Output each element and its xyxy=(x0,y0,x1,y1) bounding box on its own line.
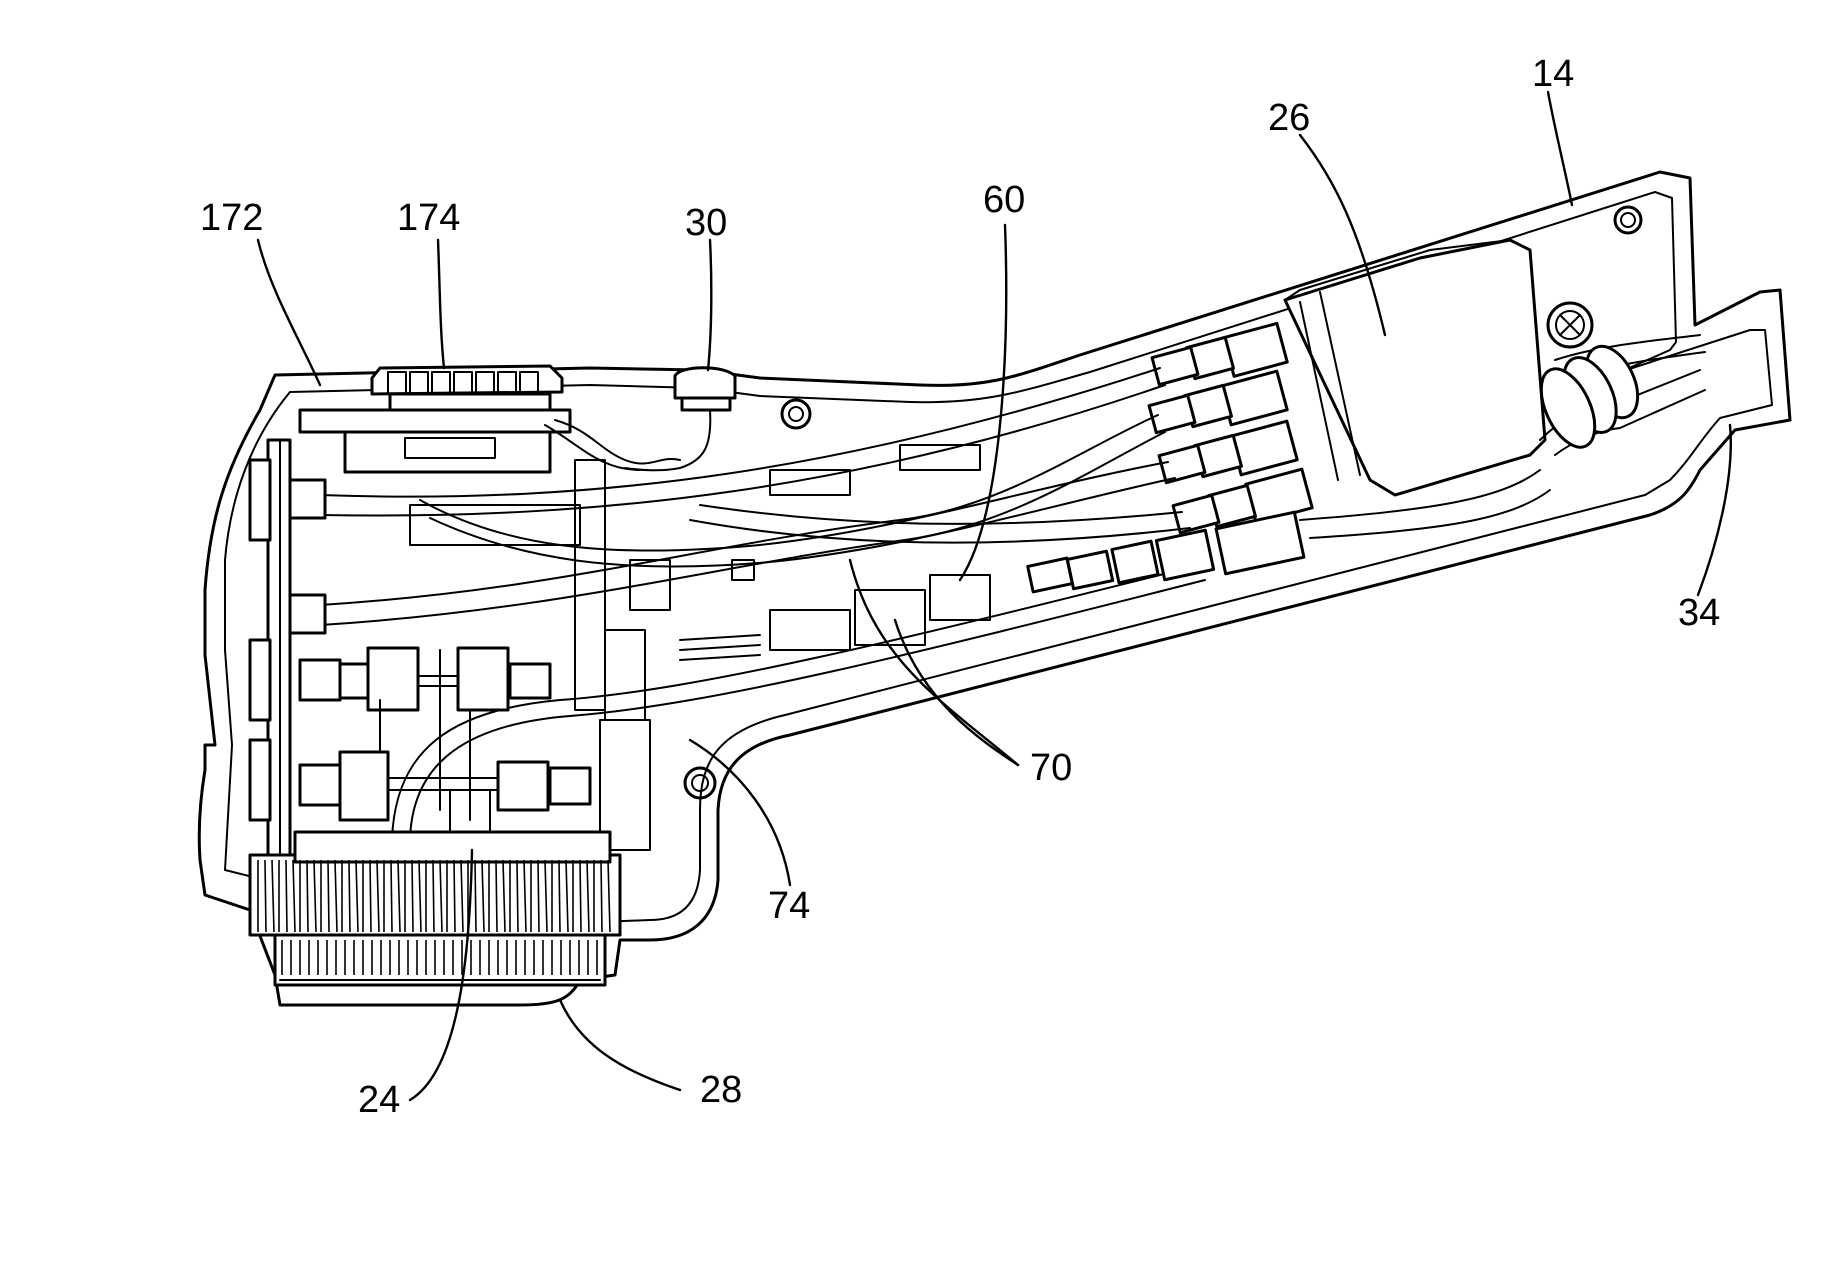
hatch-line xyxy=(412,860,413,932)
hatch-line xyxy=(265,860,266,932)
hatch-line xyxy=(475,860,476,932)
leader-172 xyxy=(258,240,320,385)
label-172: 172 xyxy=(200,197,263,239)
label-70: 70 xyxy=(1030,747,1072,789)
hatch-line xyxy=(328,860,329,932)
label-30: 30 xyxy=(685,202,727,244)
hatch-line xyxy=(496,860,497,932)
leader-174 xyxy=(438,240,444,368)
leader-34 xyxy=(1698,425,1731,595)
label-24: 24 xyxy=(358,1079,400,1121)
hatch-line xyxy=(433,860,434,932)
front-panel xyxy=(250,440,290,860)
label-34: 34 xyxy=(1678,592,1720,634)
button-strip xyxy=(300,366,680,472)
hatch-line xyxy=(517,860,518,932)
button-30 xyxy=(625,368,735,471)
label-174: 174 xyxy=(397,197,460,239)
hatch-line xyxy=(370,860,371,932)
hatch-line xyxy=(307,860,308,932)
label-28: 28 xyxy=(700,1069,742,1111)
leader-28 xyxy=(560,1000,680,1090)
leader-30 xyxy=(708,240,711,370)
left-connectors xyxy=(290,480,590,850)
strain-relief xyxy=(1530,338,1648,455)
label-26: 26 xyxy=(1268,97,1310,139)
label-60: 60 xyxy=(983,179,1025,221)
label-14: 14 xyxy=(1532,53,1574,95)
hatch-line xyxy=(538,860,539,932)
label-74: 74 xyxy=(768,885,810,927)
leader-74 xyxy=(690,740,790,885)
hatch-line xyxy=(559,860,560,932)
hatch-line xyxy=(454,860,455,932)
connectors-26 xyxy=(1149,323,1312,532)
hatch-line xyxy=(349,860,350,932)
hatch-line xyxy=(601,860,602,932)
hatch-line xyxy=(391,860,392,932)
leader-14 xyxy=(1548,92,1572,205)
hatch-line xyxy=(286,860,287,932)
hatch-line xyxy=(580,860,581,932)
lower-connectors xyxy=(1028,512,1304,592)
